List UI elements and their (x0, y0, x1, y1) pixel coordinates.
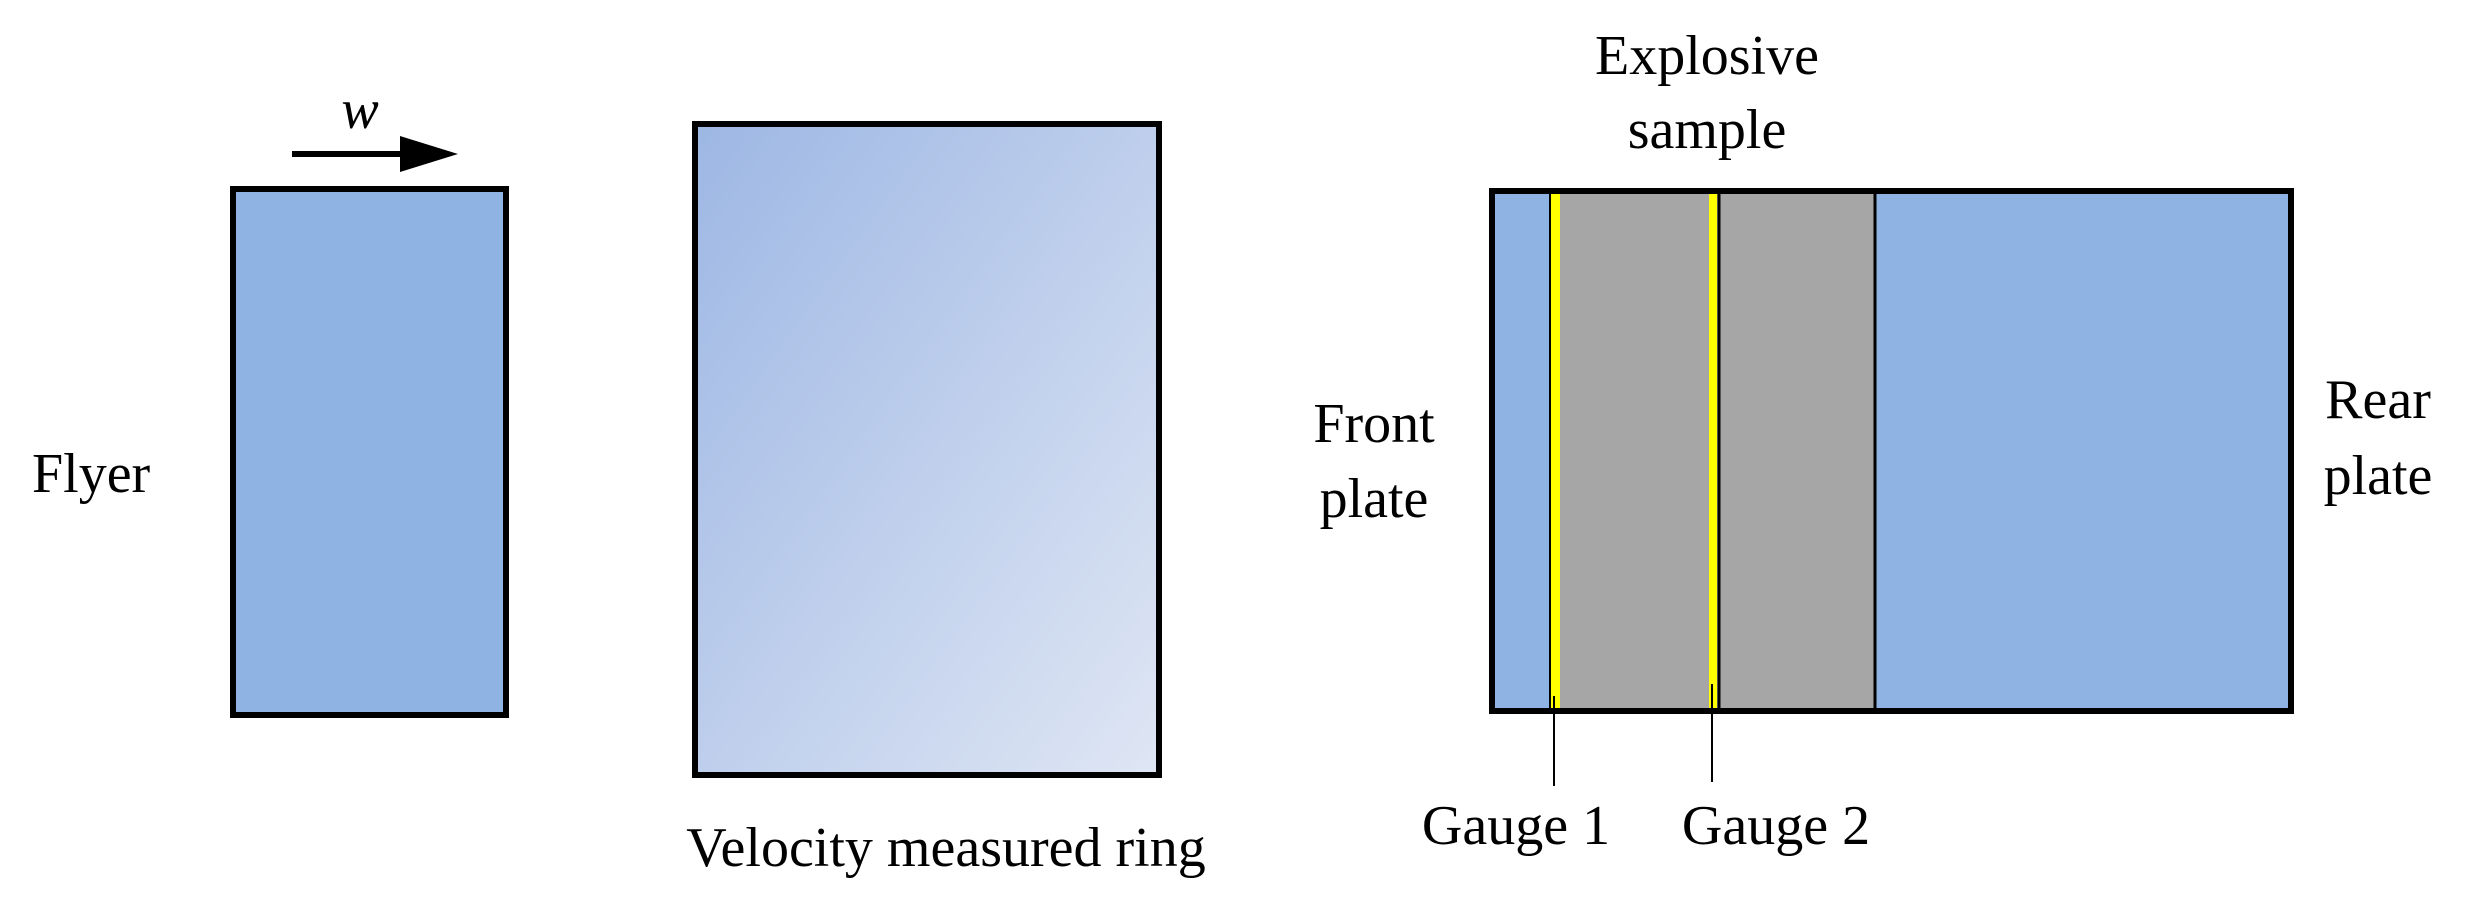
gauge-2-strip (1709, 191, 1717, 711)
gauge-2-label: Gauge 2 (1682, 795, 1870, 857)
target-outline (1489, 188, 2294, 714)
target-assembly (1489, 188, 2294, 714)
gauge-1-label: Gauge 1 (1422, 795, 1610, 857)
velocity-arrow-icon (292, 136, 458, 172)
front-plate-label-line1: Front (1313, 393, 1435, 455)
explosive-label-line1: Explosive (1595, 25, 1819, 87)
front-plate-label-line2: plate (1320, 468, 1429, 530)
rear-plate-label-line2: plate (2324, 445, 2433, 507)
velocity-ring-block (692, 121, 1162, 778)
flyer-block (230, 186, 509, 718)
rear-plate-label-line1: Rear (2325, 369, 2431, 431)
gauge-1-strip (1551, 191, 1560, 711)
velocity-symbol: w (341, 79, 378, 141)
flyer-label: Flyer (32, 443, 151, 505)
ring-label: Velocity measured ring (686, 817, 1205, 879)
rear-plate-block (1875, 191, 2291, 711)
explosive-label-line2: sample (1628, 99, 1787, 161)
